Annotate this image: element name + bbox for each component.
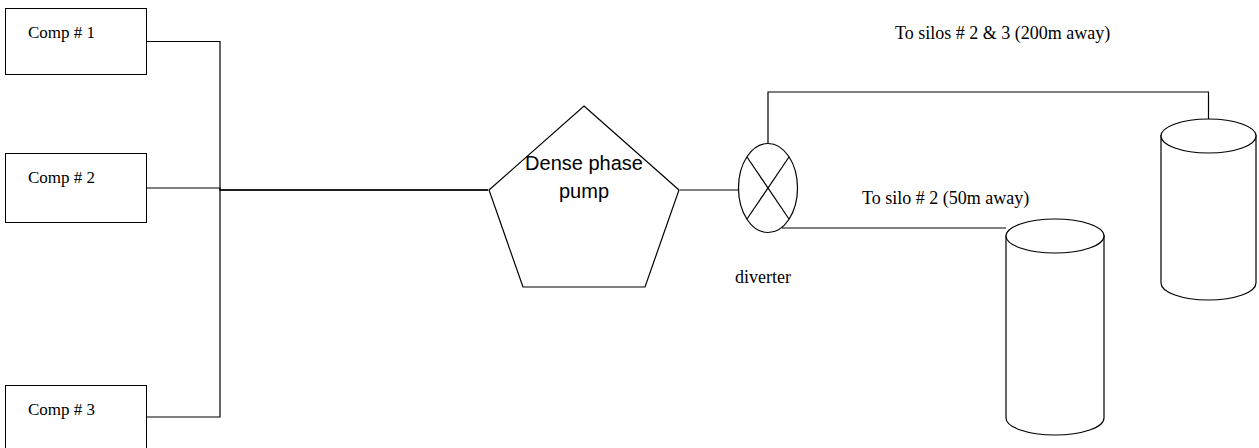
silo-cylinder: To silo # 2 (50m away) bbox=[1005, 218, 1105, 435]
shape-label: diverter bbox=[735, 267, 791, 288]
pump-label: Dense phase pump bbox=[518, 149, 650, 205]
shape-label: To silo # 2 (50m away) bbox=[862, 188, 1029, 209]
compressor-box: Comp # 2 bbox=[5, 153, 147, 223]
box-label: Comp # 2 bbox=[28, 168, 126, 188]
pipe-line bbox=[768, 92, 1209, 143]
compressor-box: Comp # 1 bbox=[5, 8, 147, 75]
box-label: Comp # 1 bbox=[28, 23, 126, 43]
pump-pentagon: Dense phase pump bbox=[488, 105, 680, 288]
silo-cylinder: To silos # 2 & 3 (200m away) bbox=[1160, 118, 1257, 300]
diverter-symbol bbox=[738, 143, 798, 233]
shape-label: To silos # 2 & 3 (200m away) bbox=[895, 23, 1110, 44]
pipe-line bbox=[782, 228, 1006, 229]
compressor-box: Comp # 3 bbox=[5, 385, 147, 448]
pipe-line bbox=[680, 190, 738, 191]
silo-outline bbox=[1005, 218, 1105, 435]
diverter-valve: diverter bbox=[738, 143, 798, 233]
pipe-line bbox=[147, 190, 488, 417]
box-label: Comp # 3 bbox=[28, 400, 126, 420]
silo-outline bbox=[1160, 118, 1257, 300]
pipe-line bbox=[147, 42, 488, 191]
